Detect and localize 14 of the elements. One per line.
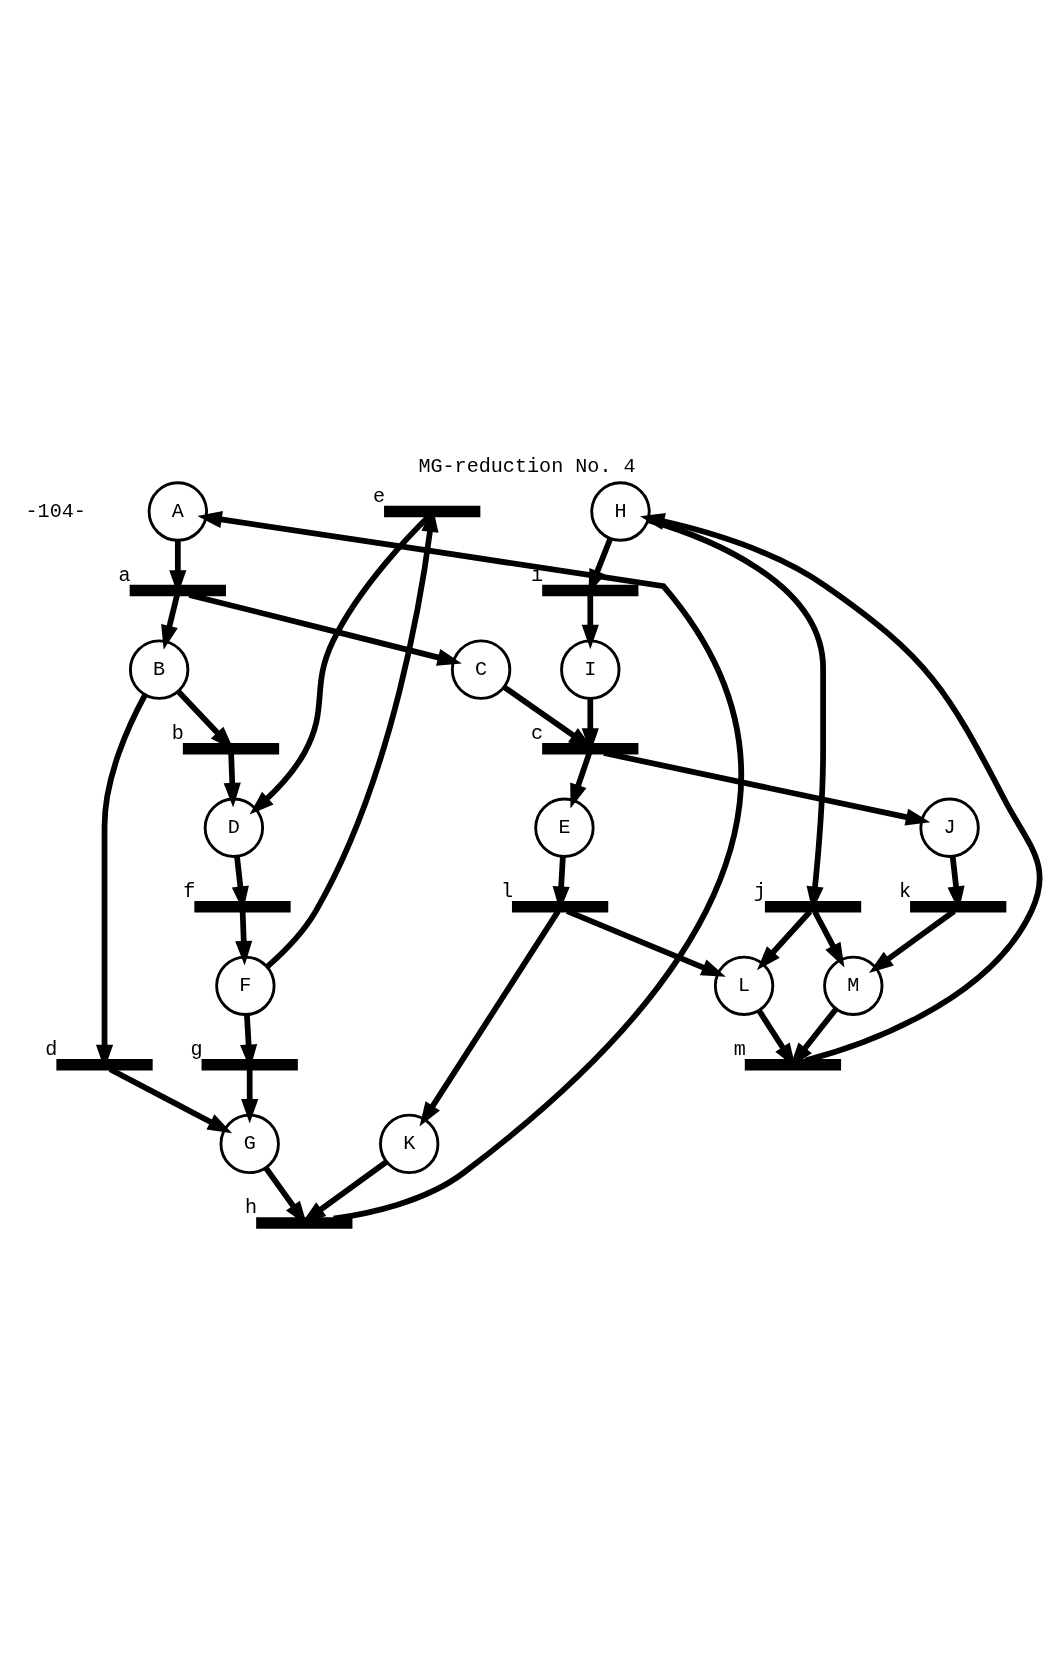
- diagram-title: MG-reduction No. 4: [418, 454, 636, 478]
- label: -104-: [25, 499, 86, 523]
- node-label: m: [733, 1038, 746, 1062]
- node-label: g: [190, 1038, 203, 1062]
- node-label: e: [372, 484, 386, 508]
- node-label: k: [898, 879, 912, 903]
- node-label: l: [500, 879, 513, 903]
- node-label: b: [171, 721, 184, 745]
- node-label: j: [753, 879, 766, 903]
- node-label: f: [183, 879, 196, 903]
- node-label: a: [118, 563, 131, 587]
- node-label: h: [245, 1196, 258, 1220]
- node-label: c: [531, 721, 544, 745]
- node-label: d: [45, 1038, 58, 1062]
